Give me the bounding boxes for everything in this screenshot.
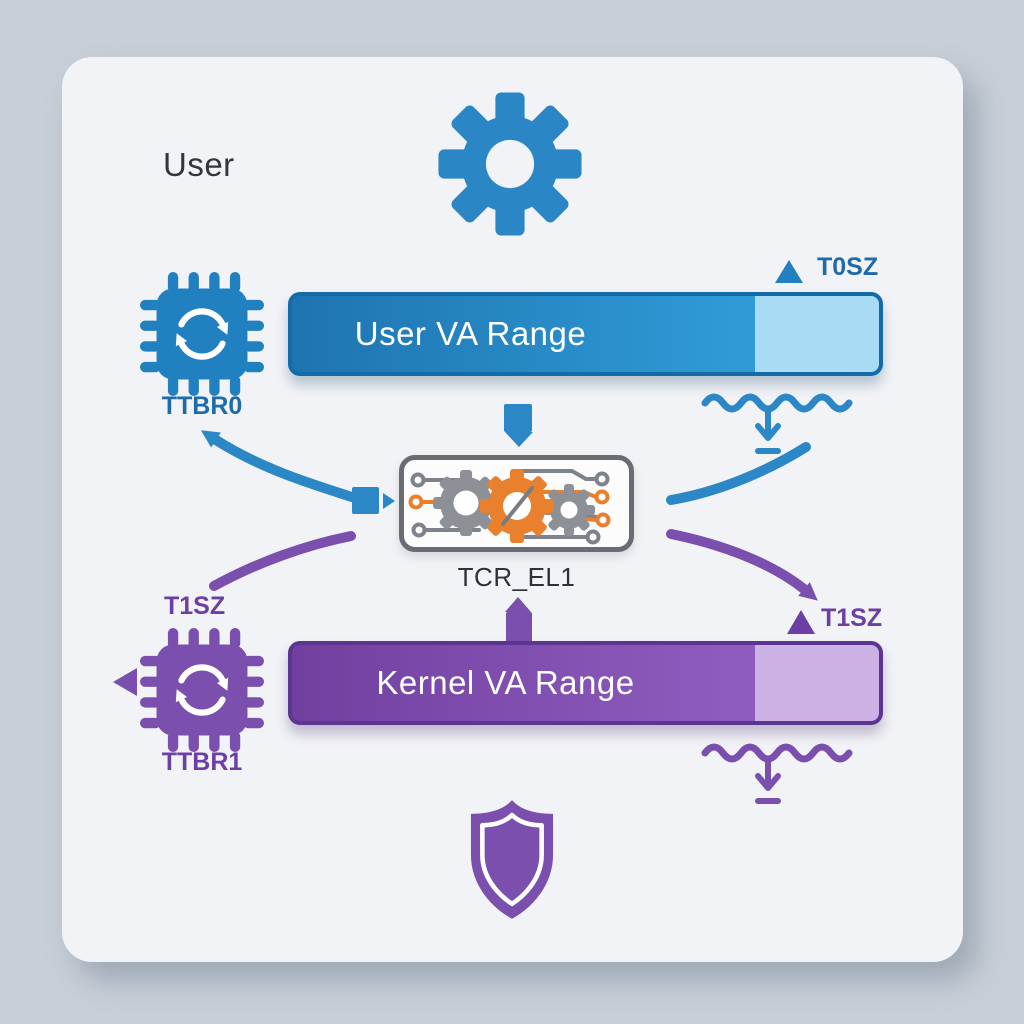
user-va-bar-label: User VA Range (354, 315, 587, 352)
t1sz-triangle-marker-icon (787, 610, 815, 634)
tcr-input-square-icon (352, 487, 379, 514)
chip-sync-icon (140, 272, 264, 396)
arrow-userbar-to-tcr-square-icon (504, 404, 532, 432)
wave-icon (701, 743, 853, 763)
kernel-va-bar: Kernel VA Range (288, 641, 883, 725)
gear-gray-left (433, 470, 499, 536)
kernel-va-bar-light-segment (755, 645, 879, 721)
download-arrow-icon (755, 408, 781, 454)
gear-icon (438, 92, 582, 236)
user-va-bar-light-segment (755, 296, 879, 372)
t1sz-left-label: T1SZ (164, 592, 226, 620)
t0sz-triangle-marker-icon (775, 260, 803, 283)
shield-icon (470, 800, 554, 919)
ttbr0-label: TTBR0 (161, 392, 243, 420)
user-title: User (163, 146, 235, 183)
ttbr1-label: TTBR1 (161, 748, 243, 776)
wave-icon (701, 393, 853, 413)
arrow-kernelbar-to-tcr-head-icon (505, 597, 531, 612)
kernel-va-bar-label: Kernel VA Range (376, 664, 635, 701)
t0sz-label: T0SZ (817, 253, 879, 281)
gear-gray-right (543, 484, 595, 536)
tcr-el1-box (399, 455, 634, 552)
gears-circuit-icon (408, 469, 611, 545)
tcr-input-arrowhead-icon (383, 493, 395, 509)
t1sz-right-label: T1SZ (821, 604, 883, 632)
left-arrowhead-icon (113, 668, 137, 696)
sync-arrows-icon (178, 308, 226, 360)
sync-arrows-icon (178, 664, 226, 716)
user-va-bar: User VA Range (288, 292, 883, 376)
download-arrow-icon (755, 758, 781, 804)
gear-orange-center (480, 469, 554, 543)
arrow-userbar-to-tcr-head-icon (505, 432, 533, 447)
chip-sync-icon (140, 628, 264, 752)
arrow-kernelbar-to-tcr-square-icon (506, 612, 532, 643)
tcr-el1-label: TCR_EL1 (457, 562, 576, 592)
